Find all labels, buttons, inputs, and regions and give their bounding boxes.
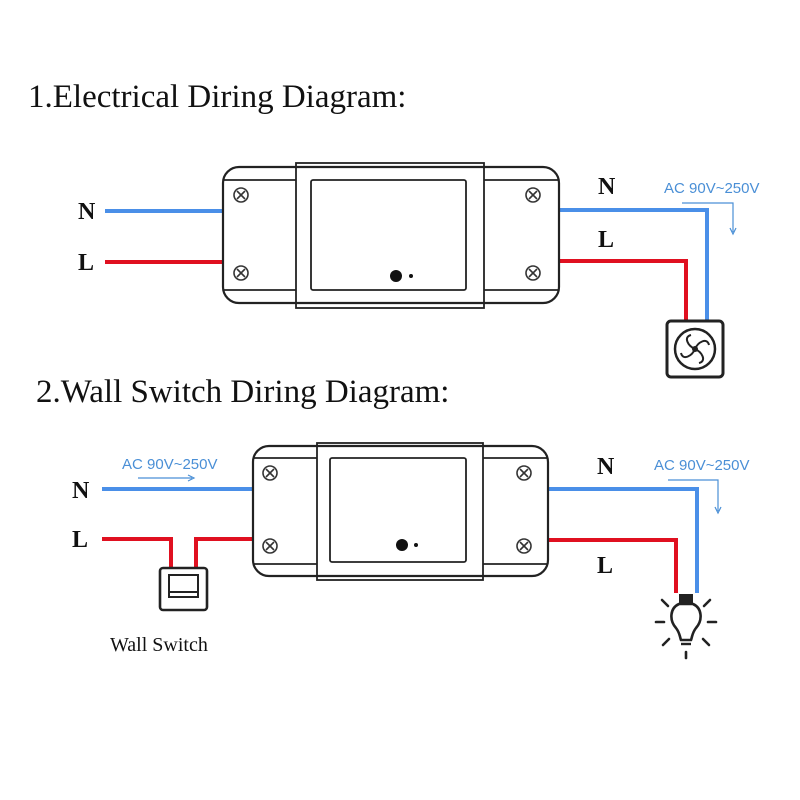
d2-input-l-label: L [72,527,88,553]
d2-output-ac-arrow-icon [668,479,722,515]
wall-switch-label: Wall Switch [110,634,208,656]
diagram1-wires [105,208,709,322]
led-indicator-icon [396,539,418,551]
fan-icon [665,319,725,379]
d2-output-live-wire [543,538,678,593]
d1-output-neutral-wire [553,208,709,322]
led-indicator-icon [390,270,413,282]
d2-output-neutral-wire [543,487,699,593]
d1-ac-label: AC 90V~250V [664,180,760,197]
screw-terminal-icon [525,187,541,203]
light-bulb-icon [654,594,718,660]
d1-output-n-label: N [598,174,616,200]
screw-terminal-icon [516,465,532,481]
d2-output-l-label: L [597,553,613,579]
screw-terminal-icon [525,265,541,281]
d2-output-ac-label: AC 90V~250V [654,457,750,474]
d2-input-ac-label: AC 90V~250V [122,456,218,473]
diagram2-wires [102,487,699,593]
screw-terminal-icon [516,538,532,554]
screw-terminal-icon [262,538,278,554]
d1-output-live-wire [553,259,688,322]
d2-output-n-label: N [597,454,615,480]
diagram1-title: 1.Electrical Diring Diagram: [28,79,406,115]
d1-ac-arrow-icon [682,202,737,236]
d1-input-l-label: L [78,250,94,276]
wall-switch-icon [158,566,209,612]
d1-input-n-label: N [78,199,96,225]
d2-input-n-label: N [72,478,90,504]
d2-input-live-wire-b [194,537,258,570]
diagram2-title: 2.Wall Switch Diring Diagram: [36,374,449,410]
screw-terminal-icon [233,265,249,281]
screw-terminal-icon [233,187,249,203]
d1-smart-switch-module [221,162,561,309]
d2-smart-switch-module [251,442,550,581]
d2-input-ac-arrow-icon [138,474,196,482]
screw-terminal-icon [262,465,278,481]
d2-input-live-wire-a [102,537,173,570]
d1-output-l-label: L [598,227,614,253]
